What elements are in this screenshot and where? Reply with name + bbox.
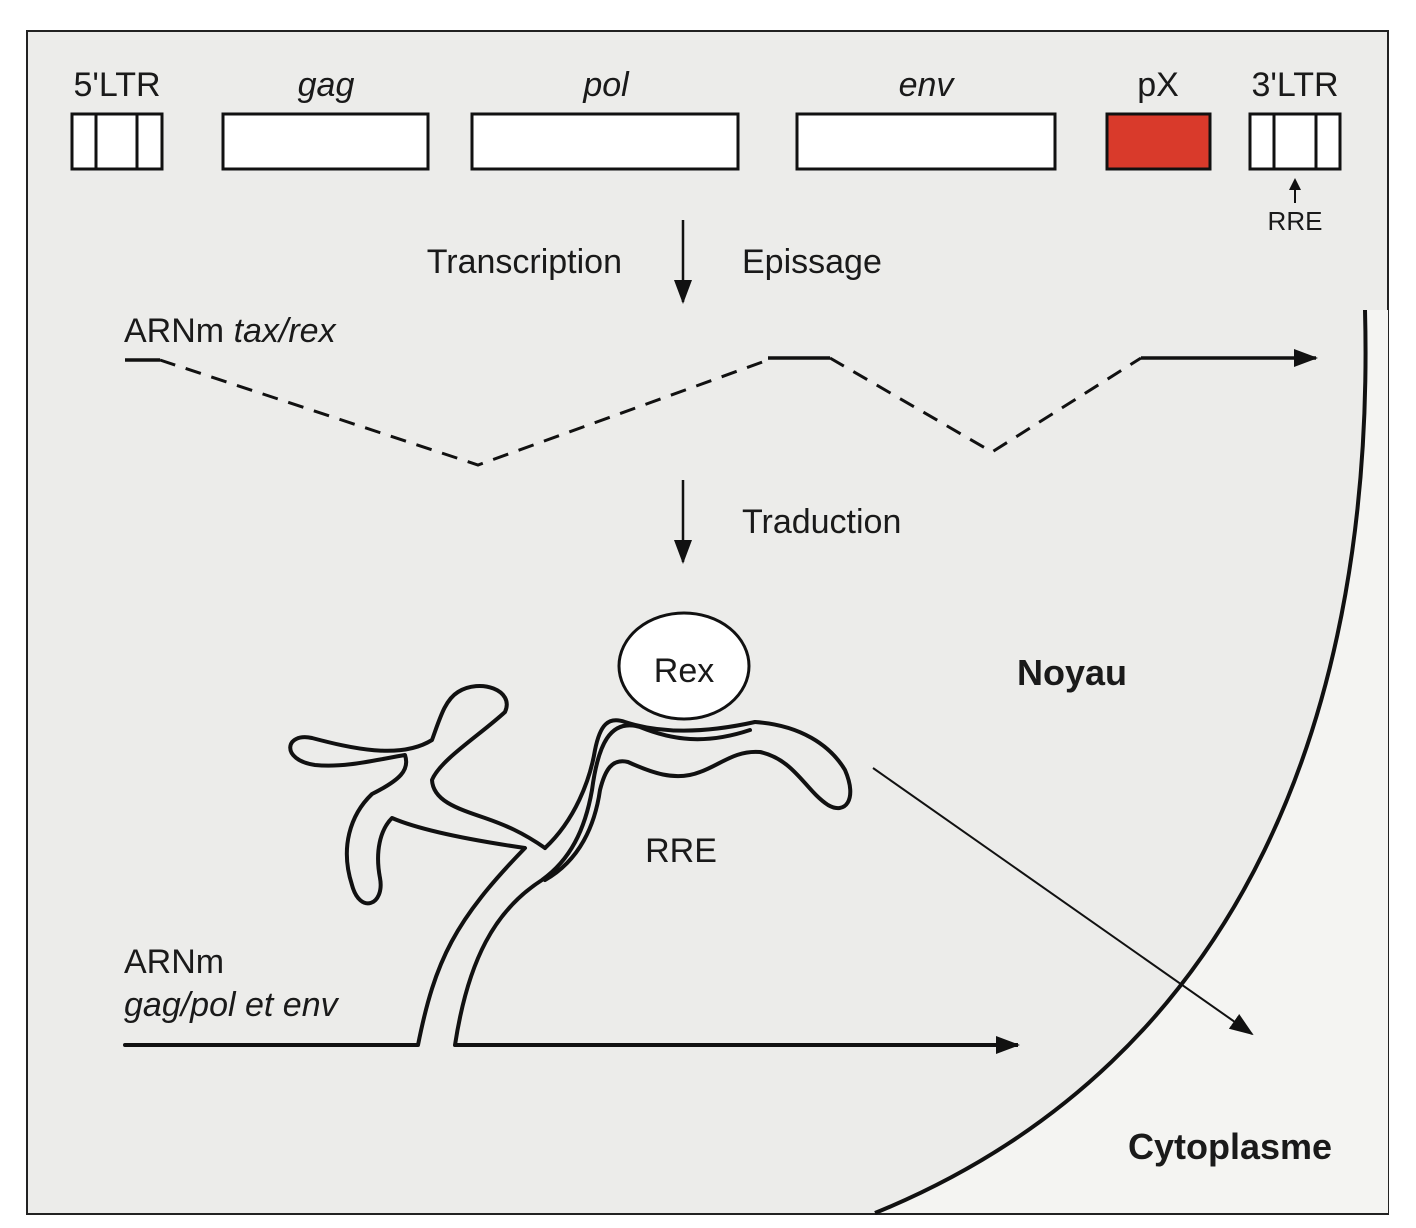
mrna-gagpolenv-line2: gag/pol et env: [124, 986, 340, 1024]
noyau-label: Noyau: [1017, 652, 1127, 693]
px-box: [1105, 112, 1212, 171]
ltr3-label: 3'LTR: [1251, 66, 1338, 104]
genome-map: 5'LTR gag pol env pX 3'LTR RRE: [70, 66, 1342, 236]
rre-label: RRE: [645, 832, 717, 870]
rex-protein: [617, 611, 751, 721]
env-label: env: [899, 66, 956, 104]
env-box: [795, 112, 1057, 171]
pol-box: [470, 112, 740, 171]
cytoplasm-region: [875, 310, 1388, 1213]
gag-box: [221, 112, 430, 171]
epissage-label: Epissage: [742, 243, 882, 281]
cytoplasme-label: Cytoplasme: [1128, 1126, 1332, 1167]
mrna-taxrex-label: ARNm tax/rex: [124, 312, 337, 350]
ltr5-label: 5'LTR: [73, 66, 160, 104]
rre-structure: [123, 683, 853, 1047]
gag-label: gag: [298, 66, 355, 104]
traduction-label: Traduction: [742, 503, 901, 541]
rex-label: Rex: [654, 652, 714, 690]
rre-marker-label: RRE: [1268, 206, 1323, 236]
ltr5-box: [70, 112, 164, 171]
mrna-taxrex-transcript: [125, 349, 1318, 467]
ltr3-box: [1248, 112, 1342, 171]
pol-label: pol: [582, 66, 630, 104]
px-label: pX: [1137, 66, 1179, 104]
transcription-label: Transcription: [427, 243, 622, 281]
nuclear-membrane: [874, 309, 1368, 1215]
mrna-gagpolenv-line1: ARNm: [124, 943, 224, 981]
export-arrow: [872, 767, 1254, 1036]
mrna-taxrex-prefix: ARNm: [124, 312, 234, 350]
mrna-taxrex-name: tax/rex: [234, 312, 337, 350]
